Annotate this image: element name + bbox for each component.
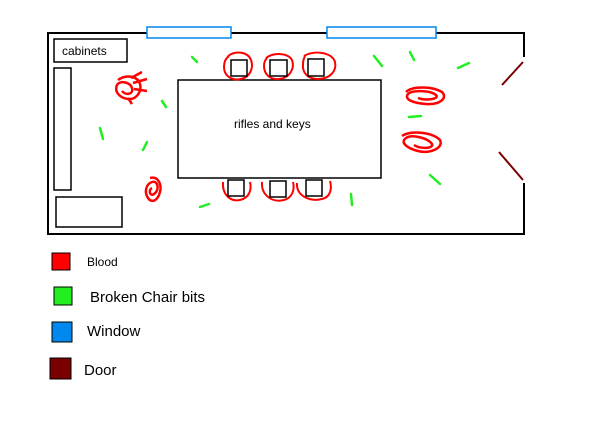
blood-stain-left-top	[115, 70, 148, 105]
table	[177, 79, 382, 179]
legend-swatch-blood	[51, 252, 71, 271]
legend-label-window: Window	[87, 323, 141, 340]
blood-stain-left-bottom	[144, 176, 162, 203]
legend-label-door: Door	[84, 362, 117, 379]
cabinets-label: cabinets	[62, 44, 107, 58]
door-leaf-top	[501, 61, 524, 86]
chair-bottom-2	[260, 180, 295, 202]
legend-label-debris: Broken Chair bits	[90, 289, 205, 306]
cabinet-tall	[53, 67, 72, 191]
legend-swatch-door	[49, 357, 72, 380]
chair-bottom-3	[295, 179, 332, 201]
chair-top-1	[222, 51, 253, 81]
door-opening	[521, 57, 527, 183]
legend-label-blood: Blood	[87, 255, 118, 269]
chair-bottom-1	[221, 179, 252, 202]
table-label: rifles and keys	[234, 117, 311, 131]
cabinet-low	[55, 196, 123, 228]
legend-swatch-window	[51, 321, 73, 343]
cabinets-box	[53, 38, 128, 63]
window-right	[326, 26, 437, 39]
chair-top-2	[262, 53, 294, 81]
legend-swatch-debris	[53, 286, 73, 306]
door-leaf-bottom	[498, 151, 524, 181]
window-left	[146, 26, 232, 39]
broken-chair-bits	[98, 50, 471, 209]
blood-stain-right-bottom	[401, 131, 442, 153]
blood-stain-right-top	[405, 86, 446, 106]
chair-top-3	[301, 51, 337, 81]
